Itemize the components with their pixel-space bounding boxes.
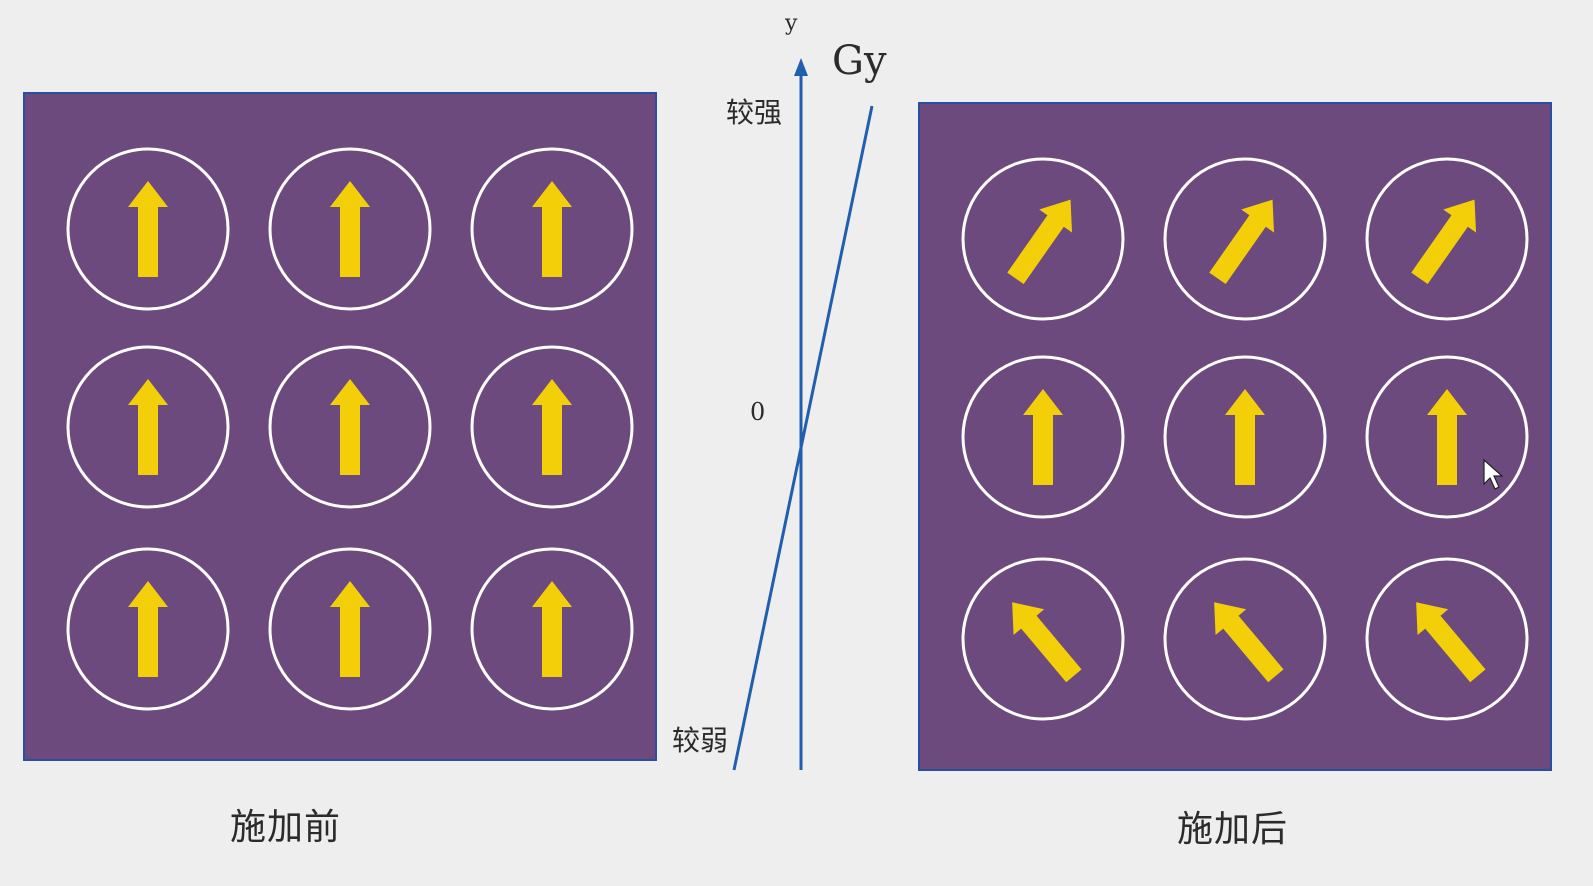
arrow-icon	[330, 581, 370, 677]
spin-cell	[268, 547, 432, 711]
spin-grid-before	[66, 147, 634, 711]
caption-after: 施加后	[1177, 809, 1289, 850]
spin-circle	[1365, 157, 1529, 321]
arrow-icon	[532, 581, 572, 677]
spin-cell	[961, 557, 1125, 721]
spin-cell	[1365, 355, 1529, 519]
weak-label: 较弱	[672, 724, 728, 757]
caption-before: 施加前	[230, 807, 342, 848]
spin-circle	[1163, 557, 1327, 721]
arrow-icon	[128, 181, 168, 277]
gradient-label: Gy	[832, 38, 887, 84]
gradient-line	[732, 105, 874, 771]
spin-cell	[1163, 355, 1327, 519]
spin-circle	[66, 547, 230, 711]
spin-cell	[268, 345, 432, 509]
spin-cell	[66, 547, 230, 711]
arrow-icon	[330, 181, 370, 277]
arrow-icon	[1007, 199, 1073, 285]
arrow-icon	[1023, 389, 1063, 485]
spin-cell	[1365, 557, 1529, 721]
spin-cell	[268, 147, 432, 311]
spin-circle	[66, 345, 230, 509]
spin-cell	[961, 157, 1125, 321]
spin-circle	[961, 557, 1125, 721]
arrow-icon	[128, 581, 168, 677]
spin-circle	[470, 547, 634, 711]
spin-cell	[961, 355, 1125, 519]
arrow-icon	[1411, 199, 1477, 285]
arrow-icon	[330, 379, 370, 475]
spin-cell	[1163, 557, 1327, 721]
arrow-icon	[532, 379, 572, 475]
spin-circle	[1163, 355, 1327, 519]
spin-cell	[470, 345, 634, 509]
arrow-icon	[1209, 199, 1275, 285]
spin-cell	[470, 547, 634, 711]
y-axis-arrowhead	[794, 58, 808, 76]
spin-circle	[66, 147, 230, 311]
spin-cell	[1365, 157, 1529, 321]
arrow-icon	[128, 379, 168, 475]
spin-circle	[1365, 557, 1529, 721]
y-axis-label: y	[784, 11, 798, 36]
spin-cell	[470, 147, 634, 311]
arrow-icon	[1427, 389, 1467, 485]
arrow-icon	[1225, 389, 1265, 485]
strong-label: 较强	[726, 96, 782, 129]
spin-cell	[1163, 157, 1327, 321]
arrow-icon	[532, 181, 572, 277]
spin-circle	[268, 547, 432, 711]
spin-circle	[268, 345, 432, 509]
spin-circle	[470, 345, 634, 509]
spin-circle	[1163, 157, 1327, 321]
panel-before	[23, 92, 657, 761]
spin-circle	[961, 355, 1125, 519]
spin-circle	[268, 147, 432, 311]
panel-after	[918, 102, 1552, 771]
spin-circle	[470, 147, 634, 311]
arrow-icon	[1012, 602, 1082, 683]
spin-grid-after	[961, 157, 1529, 721]
arrow-icon	[1214, 602, 1284, 683]
spin-circle	[961, 157, 1125, 321]
arrow-icon	[1416, 602, 1486, 683]
spin-cell	[66, 147, 230, 311]
spin-circle	[1365, 355, 1529, 519]
zero-label: 0	[750, 398, 765, 426]
spin-cell	[66, 345, 230, 509]
